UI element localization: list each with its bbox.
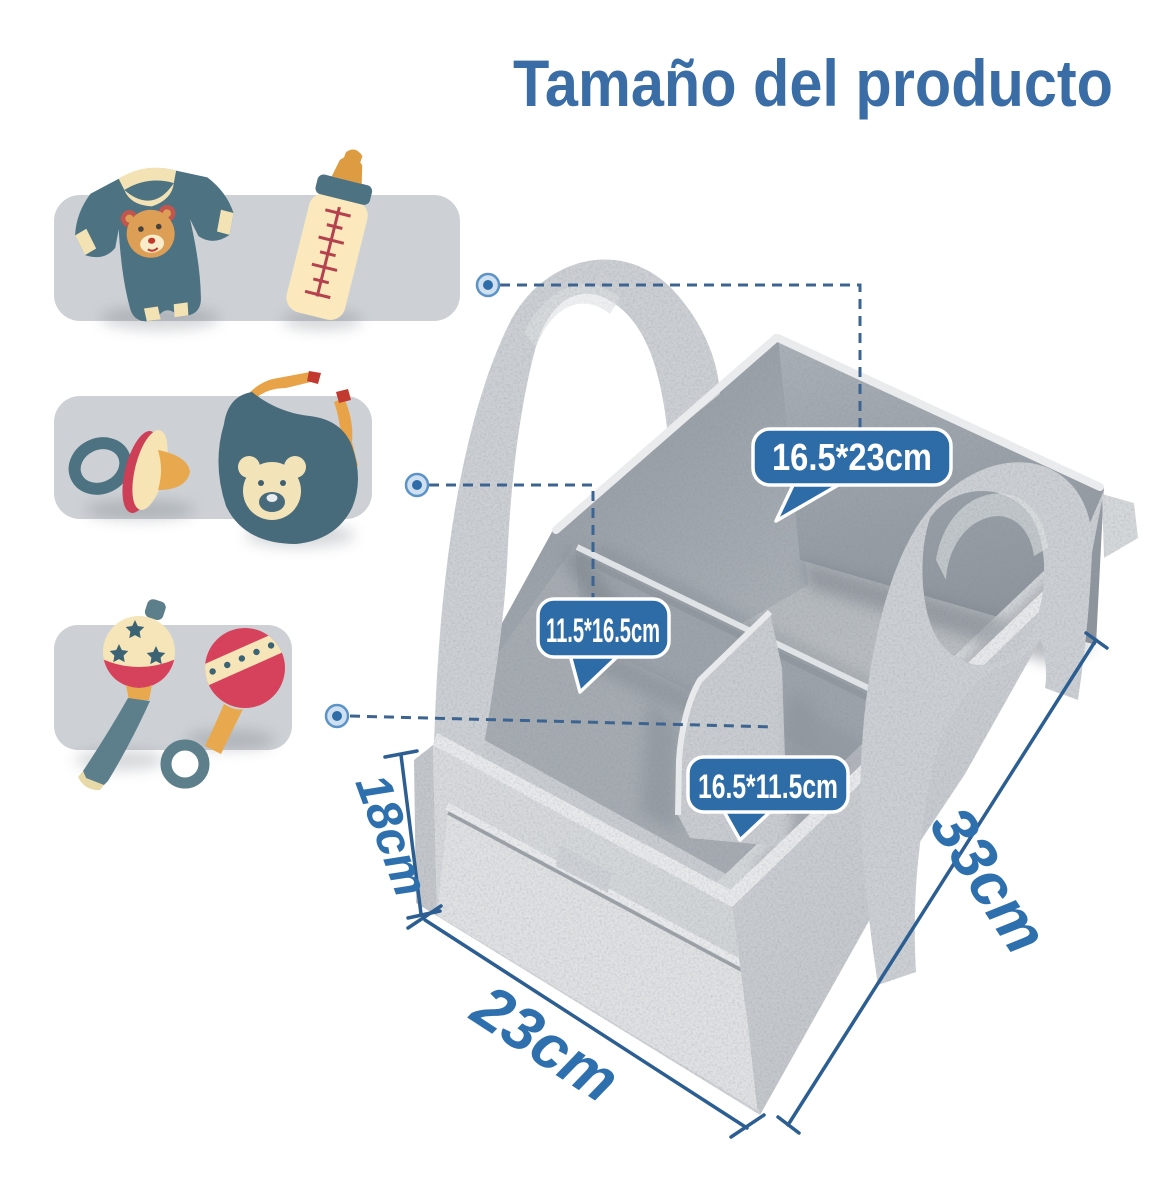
svg-text:16.5*23cm: 16.5*23cm <box>772 437 932 479</box>
svg-text:Tamaño del producto: Tamaño del producto <box>513 46 1113 120</box>
svg-text:16.5*11.5cm: 16.5*11.5cm <box>698 768 838 806</box>
svg-text:33cm: 33cm <box>916 795 1060 966</box>
svg-text:11.5*16.5cm: 11.5*16.5cm <box>546 612 660 650</box>
